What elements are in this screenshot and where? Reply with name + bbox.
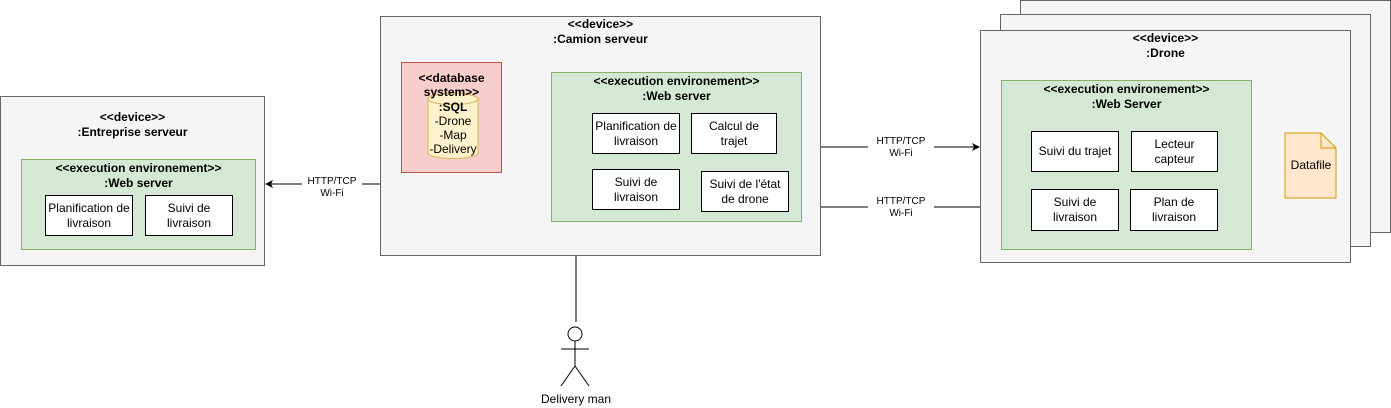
actor-label: Delivery man (540, 392, 612, 406)
drone-stereotype: <<device>> (1132, 31, 1199, 45)
drone-device[interactable]: <<device>> :Drone <<execution environeme… (980, 30, 1351, 263)
truck-suivi-drone-component[interactable]: Suivi de l'état de drone (701, 171, 789, 212)
enterprise-env-stereotype: <<execution environement>> (55, 161, 222, 175)
link-right-bottom-protocol: HTTP/TCP (868, 196, 934, 208)
truck-suivi-livraison-component[interactable]: Suivi de livraison (592, 169, 680, 210)
database-table-delivery: -Delivery (429, 142, 477, 156)
truck-env-name: :Web server (642, 89, 711, 103)
drone-suivi-trajet-component[interactable]: Suivi du trajet (1031, 131, 1119, 172)
database-table-drone: -Drone (434, 114, 472, 128)
drone-name: :Drone (1146, 46, 1185, 60)
drone-plan-livraison-component[interactable]: Plan de livraison (1130, 189, 1218, 231)
drone-web-server[interactable]: <<execution environement>> :Web Server S… (1001, 80, 1252, 250)
enterprise-stereotype: <<device>> (99, 110, 166, 124)
truck-name: :Camion serveur (553, 32, 648, 46)
link-right-bottom-network: Wi-Fi (889, 208, 913, 219)
database-stereotype: <<database system>> (418, 71, 485, 99)
drone-env-name: :Web Server (1091, 97, 1162, 111)
database-engine: :SQL (438, 100, 468, 114)
truck-planification-component[interactable]: Planification de livraison (592, 113, 680, 154)
link-left-protocol: HTTP/TCP (302, 176, 362, 188)
drone-suivi-livraison-component[interactable]: Suivi de livraison (1031, 189, 1119, 231)
drone-lecteur-capteur-component[interactable]: Lecteur capteur (1131, 131, 1218, 172)
link-right-top-protocol: HTTP/TCP (868, 136, 934, 148)
database-cylinder-icon (427, 93, 479, 159)
database-contents: :SQL -Drone -Map -Delivery (428, 100, 478, 156)
enterprise-env-name: :Web server (104, 176, 173, 190)
enterprise-suivi-component[interactable]: Suivi de livraison (145, 195, 233, 236)
enterprise-name: :Entreprise serveur (77, 125, 188, 139)
drone-env-stereotype: <<execution environement>> (1043, 82, 1210, 96)
link-right-top-network: Wi-Fi (889, 148, 913, 159)
database-table-map: -Map (439, 128, 467, 142)
datafile-icon[interactable] (1284, 132, 1338, 200)
enterprise-device[interactable]: <<device>> :Entreprise serveur <<executi… (0, 96, 265, 266)
datafile-label: Datafile (1290, 158, 1332, 172)
truck-device[interactable]: <<device>> :Camion serveur <<database sy… (380, 16, 821, 256)
database-system[interactable]: <<database system>> :SQL -Drone -Map -De… (401, 62, 502, 173)
truck-calcul-trajet-component[interactable]: Calcul de trajet (691, 113, 777, 154)
enterprise-planification-component[interactable]: Planification de livraison (45, 195, 133, 236)
truck-stereotype: <<device>> (567, 17, 634, 31)
enterprise-web-server[interactable]: <<execution environement>> :Web server P… (21, 159, 256, 250)
actor-stick-figure-icon[interactable] (558, 324, 594, 388)
link-left-network: Wi-Fi (320, 188, 344, 199)
truck-web-server[interactable]: <<execution environement>> :Web server P… (551, 72, 802, 222)
truck-env-stereotype: <<execution environement>> (593, 74, 760, 88)
